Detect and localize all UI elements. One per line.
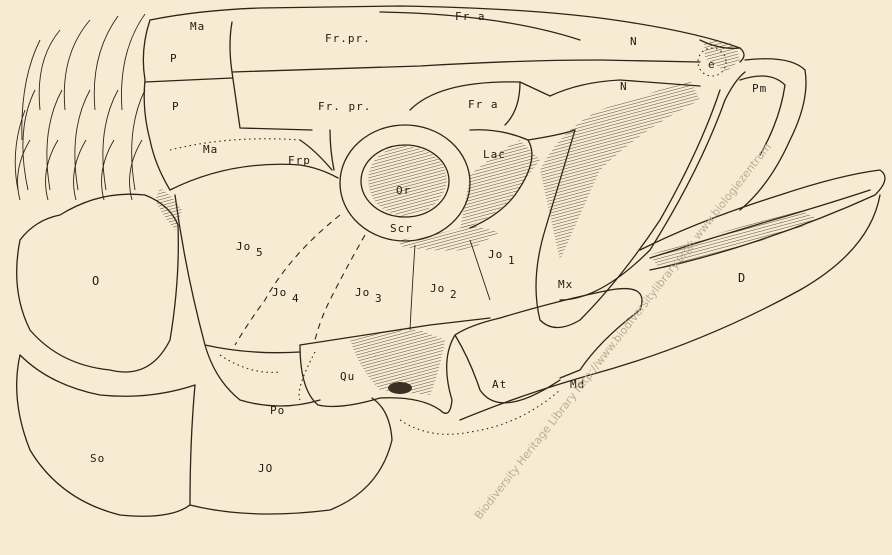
label-frp: Frp bbox=[288, 154, 311, 167]
label-fra-lower: Fr a bbox=[468, 98, 499, 111]
label-jo2: Jo bbox=[430, 282, 445, 295]
label-mx: Mx bbox=[558, 278, 573, 291]
label-po: Po bbox=[270, 404, 285, 417]
label-qu: Qu bbox=[340, 370, 355, 383]
label-jo3-sub: 3 bbox=[375, 292, 383, 305]
label-jo5-sub: 5 bbox=[256, 246, 264, 259]
label-jo4-sub: 4 bbox=[292, 292, 300, 305]
label-pm: Pm bbox=[752, 82, 767, 95]
label-p-upper: P bbox=[170, 52, 178, 65]
label-fra-top: Fr a bbox=[455, 10, 486, 23]
label-so: So bbox=[90, 452, 105, 465]
body-scales bbox=[15, 14, 145, 200]
label-d: D bbox=[738, 271, 747, 285]
label-or: Or bbox=[396, 184, 411, 197]
label-scr: Scr bbox=[390, 222, 413, 235]
label-e: e bbox=[708, 58, 716, 71]
label-jo1: Jo bbox=[488, 248, 503, 261]
watermark: Biodiversity Heritage Library http://www… bbox=[472, 141, 774, 522]
label-frpr-upper: Fr.pr. bbox=[325, 32, 371, 45]
label-jo1-sub: 1 bbox=[508, 254, 516, 267]
label-ma-top: Ma bbox=[190, 20, 205, 33]
label-p-lower: P bbox=[172, 100, 180, 113]
orbit bbox=[340, 125, 540, 251]
label-frpr-lower: Fr. pr. bbox=[318, 100, 371, 113]
quadrate-articular bbox=[300, 318, 560, 434]
label-jo4: Jo bbox=[272, 286, 287, 299]
label-jo5: Jo bbox=[236, 240, 251, 253]
label-jo2-sub: 2 bbox=[450, 288, 458, 301]
label-jo: JO bbox=[258, 462, 273, 475]
label-o: O bbox=[92, 274, 101, 288]
opercular-series bbox=[17, 188, 392, 516]
label-at: At bbox=[492, 378, 507, 391]
label-ma-lower: Ma bbox=[203, 143, 218, 156]
label-lac: Lac bbox=[483, 148, 506, 161]
label-jo3: Jo bbox=[355, 286, 370, 299]
label-n-upper: N bbox=[630, 35, 638, 48]
label-n-lower: N bbox=[620, 80, 628, 93]
jaws bbox=[460, 59, 885, 420]
